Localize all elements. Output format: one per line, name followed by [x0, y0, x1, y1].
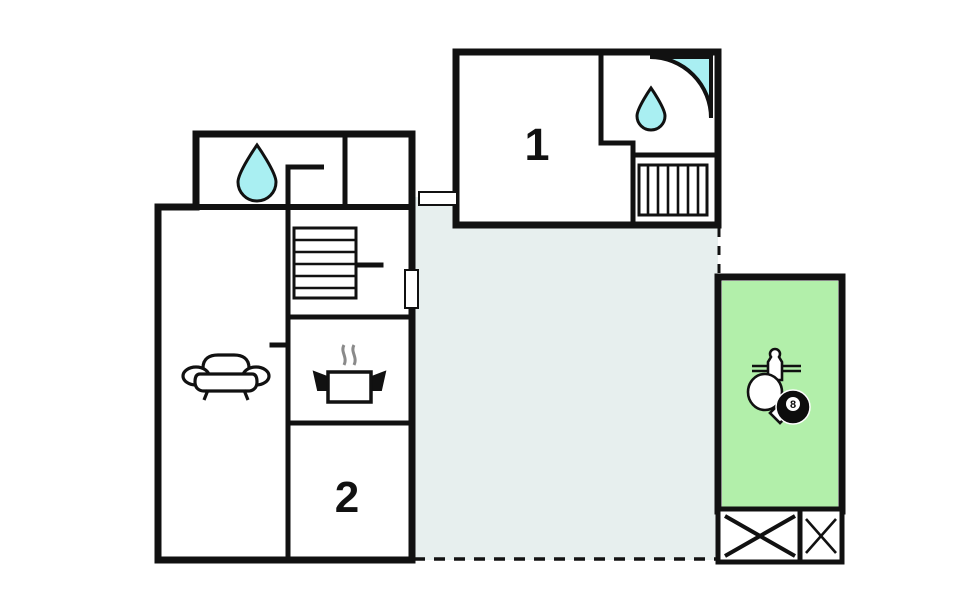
openings — [404, 191, 458, 309]
water-drop-shape — [236, 142, 278, 203]
sofa-leg-right — [242, 389, 250, 401]
cooking-pot-icon — [312, 344, 387, 404]
room-label-2: 2 — [335, 473, 359, 522]
water-drop-icon — [236, 142, 278, 203]
door-opening[interactable] — [418, 191, 458, 206]
wall-main-outline — [154, 130, 416, 564]
eight-ball-disc — [786, 397, 800, 411]
terrace-area — [412, 197, 721, 561]
exterior-walls — [154, 48, 722, 564]
room-label-1: 1 — [524, 119, 549, 170]
paddle-head — [746, 372, 784, 412]
staircase-icon — [292, 226, 358, 300]
terrace-fill — [412, 197, 718, 560]
corner-shower-shape — [649, 55, 713, 119]
upper-left-bath-fill — [196, 134, 412, 209]
wall-bath-stub — [285, 164, 324, 210]
corner-shower-icon — [649, 55, 713, 119]
water-drop-icon — [635, 85, 667, 132]
staircase-steps — [295, 238, 355, 290]
interior-walls — [269, 49, 721, 563]
eight-ball-icon: 8 — [775, 389, 811, 425]
sofa-seat — [193, 372, 259, 393]
pot-steam — [341, 344, 357, 366]
radiator-body — [637, 163, 709, 217]
radiator-icon — [637, 163, 709, 217]
crossed-box-icon-large — [724, 514, 796, 558]
sofa-icon — [181, 353, 271, 401]
radiator-fins — [646, 166, 700, 214]
wall-upper-block — [452, 48, 722, 229]
water-drop-shape — [635, 85, 667, 132]
window-opening[interactable] — [404, 269, 419, 309]
sofa-leg-left — [202, 389, 210, 401]
wall-bath-bump-top — [192, 130, 416, 201]
wall-room1-bath-divider — [598, 49, 636, 228]
crossed-box-icon-small — [805, 518, 837, 554]
pot-body — [326, 370, 373, 404]
eight-ball-number: 8 — [790, 399, 796, 411]
